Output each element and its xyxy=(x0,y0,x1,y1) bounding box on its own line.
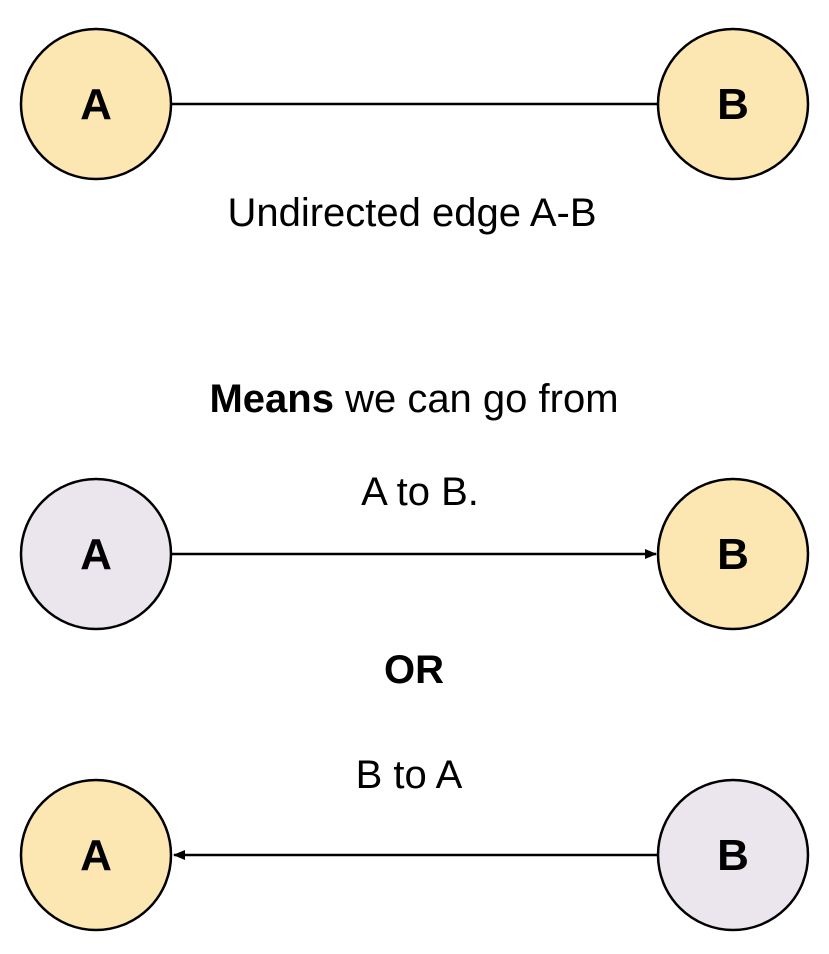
b-to-a-group: B to A A B xyxy=(19,753,810,932)
node-b-circle xyxy=(656,778,810,932)
undirected-edge-group: A B Undirected edge A-B xyxy=(19,27,810,235)
node-b-label: B xyxy=(717,530,749,579)
node-b-label: B xyxy=(717,80,749,129)
node-b-label: B xyxy=(717,831,749,880)
node-a-label: A xyxy=(80,80,112,129)
node-a-circle xyxy=(19,778,173,932)
node-b-circle xyxy=(656,27,810,181)
undirected-caption: Undirected edge A-B xyxy=(227,191,596,235)
explanation-rest: we can go from xyxy=(334,377,619,421)
node-a-circle xyxy=(19,27,173,181)
explanation-bold: Means xyxy=(209,377,334,421)
or-separator: OR xyxy=(384,648,444,692)
a-to-b-group: A to B. A B xyxy=(19,470,810,631)
node-a-label: A xyxy=(80,530,112,579)
b-to-a-caption: B to A xyxy=(356,753,463,797)
explanation-text: Means we can go from xyxy=(209,377,618,421)
node-b-circle xyxy=(656,477,810,631)
node-a-label: A xyxy=(80,831,112,880)
a-to-b-caption: A to B. xyxy=(361,470,479,514)
node-a-circle xyxy=(19,477,173,631)
